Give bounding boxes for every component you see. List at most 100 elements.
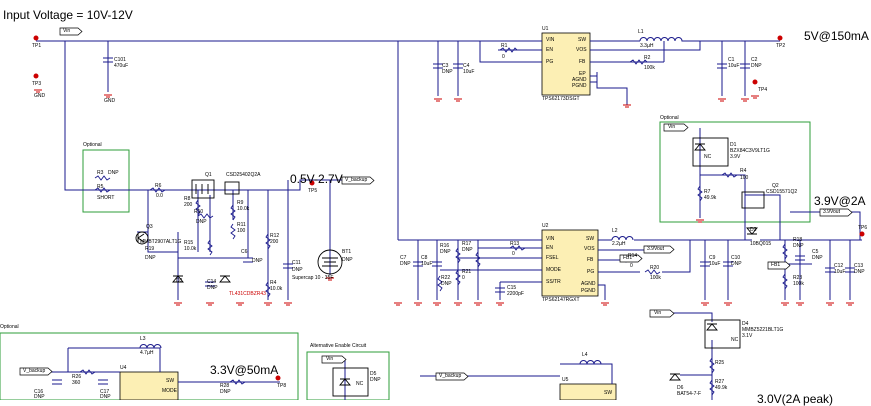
d4-part: MMBZ5221BLT1G — [742, 327, 784, 333]
u1-pin-pgnd: PGND — [572, 83, 587, 89]
r8-ref: R8 — [184, 196, 191, 202]
ic-u2-body — [541, 229, 599, 297]
net-fb1-b: FB1 — [771, 262, 781, 268]
c2-value: DNP — [751, 63, 762, 69]
d4-ref: D4 — [742, 321, 749, 327]
u4-ref: U4 — [120, 365, 127, 371]
c3-value: DNP — [442, 69, 453, 75]
c11-ref: C11 — [292, 260, 301, 266]
r26-ref: R26 — [72, 374, 82, 380]
u5-pin-sw: SW — [604, 390, 613, 396]
c5-ref: C5 — [812, 249, 819, 255]
output-5v-heading: 5V@150mA — [804, 29, 869, 43]
resistor-r25 — [709, 357, 715, 374]
net-v-backup-2: V_backup — [23, 368, 46, 374]
net-vin-bottom: Vin — [654, 310, 662, 316]
capacitor-c1 — [717, 63, 727, 69]
inductor-l1 — [639, 37, 684, 42]
testpoint-tp5-marker — [309, 180, 315, 186]
l2-ref: L2 — [612, 228, 618, 234]
l4-ref: L4 — [582, 352, 588, 358]
c16-value: DNP — [34, 394, 45, 400]
optional-box-left-title: Optional — [83, 142, 102, 148]
u1-pin-sw: SW — [578, 37, 587, 43]
gnd-symbol — [414, 302, 422, 306]
resistor-r17 — [475, 251, 481, 268]
u4-pin-mode: MODE — [162, 388, 177, 394]
ic-bodies — [119, 32, 617, 400]
testpoint-tp5: TP5 — [308, 188, 318, 194]
testpoint-tp2-marker — [777, 35, 783, 41]
d4-nc: NC — [731, 337, 739, 343]
optional-box-bottom-title: Optional — [0, 324, 19, 330]
gnd-symbol — [741, 98, 749, 102]
capacitor-c11 — [283, 263, 293, 269]
u2-pin-sw: SW — [586, 236, 595, 242]
ic-u1-body — [541, 32, 591, 96]
rail-0v5-heading: 0.5V-2.7V — [290, 172, 343, 186]
output-bottom-heading: 3.0V(2A peak) — [757, 392, 834, 406]
resistor-r1 — [499, 47, 518, 53]
r14-ref: R14 — [628, 253, 638, 259]
d1-part: BZX84C3V9LT1G — [730, 148, 770, 154]
resistor-r16 — [455, 247, 461, 264]
resistor-r20 — [644, 269, 661, 275]
battery-bt1-plates — [322, 257, 338, 267]
testpoint-tp4-marker — [752, 79, 758, 85]
testpoint-tp4: TP4 — [758, 87, 768, 93]
gnd-label: GND — [34, 93, 46, 99]
resistor-r11 — [230, 223, 236, 240]
gnd-symbol — [474, 302, 482, 306]
transistor-q1-legs — [195, 184, 209, 194]
c7-value: DNP — [400, 261, 411, 267]
u4-pin-sw: SW — [166, 378, 175, 384]
r5-value: SHORT — [97, 195, 115, 201]
wire-vin-bottom — [665, 312, 713, 322]
ic-u4-body — [119, 371, 179, 400]
bt1-ref: BT1 — [342, 249, 352, 255]
gnd-symbol — [781, 302, 789, 306]
c15-ref: C15 — [507, 285, 517, 291]
resistor-r22 — [437, 275, 443, 292]
testpoint-tp8: TP8 — [277, 383, 287, 389]
r27-ref: R27 — [715, 379, 725, 385]
r26-value: 360 — [72, 380, 81, 386]
r15-value: 10.0k — [184, 246, 197, 252]
capacitor-c12 — [825, 267, 835, 273]
d5-nc: NC — [356, 381, 364, 387]
r25-ref: R25 — [715, 360, 725, 366]
resistor-r6 — [149, 187, 166, 193]
u2-pin-vin: VIN — [546, 236, 555, 242]
q1-ref: Q1 — [205, 172, 212, 178]
c6-ref: C6 — [241, 249, 248, 255]
c17-ref: C17 — [100, 389, 110, 395]
c17-value: DNP — [100, 394, 111, 400]
test-points — [33, 35, 865, 381]
r19-value: DNP — [145, 255, 156, 261]
u1-pin-fb: FB — [579, 59, 586, 65]
c14-ref: C14 — [207, 279, 217, 285]
net-v-backup: V_backup — [345, 177, 368, 183]
gnd-symbol — [601, 302, 609, 306]
r23-value: 100k — [793, 281, 804, 287]
l1-ref: L1 — [638, 29, 644, 35]
testpoint-tp6-marker — [859, 231, 865, 237]
c9-value: 10uF — [709, 261, 721, 267]
gnd-symbol — [846, 302, 854, 306]
optional-box-right-title: Optional — [660, 115, 679, 121]
gnd-symbol — [496, 302, 504, 306]
d1-voltage: 3.9V — [730, 154, 741, 160]
transistor-q3 — [135, 231, 149, 245]
r22-ref: R22 — [441, 275, 451, 281]
q3-part: MMBT2907ALT1G — [140, 239, 182, 245]
r12-ref: R12 — [270, 233, 280, 239]
gnd-symbol — [724, 302, 732, 306]
netflag-3v9out — [819, 208, 853, 217]
r1-ref: R1 — [501, 43, 508, 49]
l1-value: 3.3µH — [640, 43, 654, 49]
q1-part: CSD25402Q2A — [226, 172, 261, 178]
r13-value: 0 — [512, 251, 515, 257]
resistor-r10 — [197, 213, 214, 219]
resistor-r4 — [265, 281, 271, 298]
testpoint-tp6: TP6 — [858, 225, 868, 231]
